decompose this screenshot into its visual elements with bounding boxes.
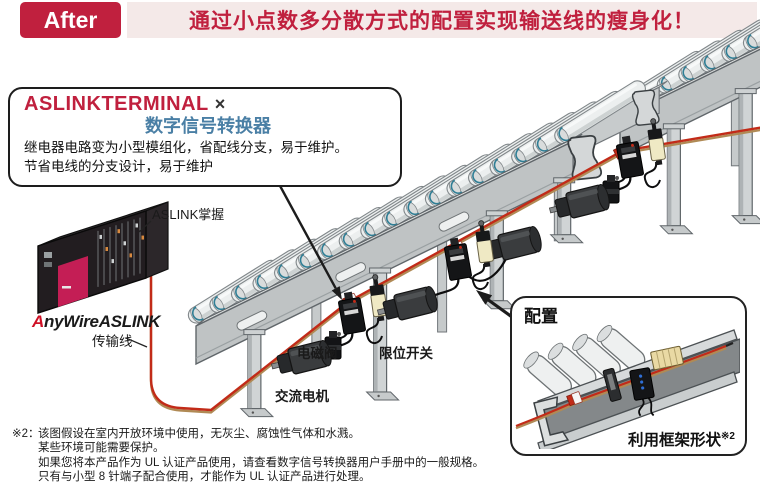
footnote-line-2: 某些环境可能需要保护。 [38, 442, 165, 455]
header-title: 通过小点数多分散方式的配置实现输送线的瘦身化！ [189, 10, 695, 33]
brand-initial: A [32, 312, 44, 331]
inset-sensor [602, 367, 622, 402]
converter-module [338, 291, 366, 335]
inset-illustration [515, 325, 740, 449]
stand-leg [239, 329, 275, 418]
inset-roller [596, 325, 646, 371]
conveyor-section-main [187, 80, 668, 418]
inset-arrow [476, 290, 513, 319]
aslink-master-label: ASLINK掌握 [152, 207, 225, 222]
callout-body: 继电器电路变为小型模组化，省配线分支，易于维护。 节省电线的分支设计，易于维护 [24, 139, 392, 177]
converter-module [444, 237, 472, 281]
callout-line1: 继电器电路变为小型模组化，省配线分支，易于维护。 [24, 140, 348, 155]
inset-title: 配置 [524, 307, 558, 326]
footnote-line-3: 如果您将本产品作为 UL 认证产品使用，请查看数字信号转换器用户手册中的一般规格… [38, 456, 485, 469]
digital-converter-label: 数字信号转换器 [145, 116, 271, 136]
inset-caption-footref: ※2 [721, 430, 735, 442]
inset-module [629, 367, 655, 417]
brand-rest: nyWireASLINK [43, 312, 161, 331]
callout-line2: 节省电线的分支设计，易于维护 [24, 158, 213, 174]
solenoid-valve-label: 电磁阀 [297, 346, 338, 361]
footnote-marker: ※2： [12, 428, 40, 440]
inset-caption: 利用框架形状※2 [628, 428, 735, 450]
limit-switch-device [647, 118, 666, 166]
inset-cable-clamp [566, 391, 583, 407]
limit-switch-device [475, 220, 494, 268]
footnote-line-4: 只有与小型 8 针端子配合使用，才能作为 UL 认证产品进行处理。 [38, 471, 371, 484]
after-badge: After [20, 2, 121, 38]
times-symbol: × [214, 94, 226, 114]
footnote-line-1: 该图假设在室内开放环境中使用，无灰尘、腐蚀性气体和水溅。 [38, 428, 360, 440]
stand-leg [659, 123, 694, 235]
ac-motor-device [270, 339, 332, 375]
footnotes: ※2：该图假设在室内开放环境中使用，无灰尘、腐蚀性气体和水溅。 某些环境可能需要… [12, 427, 612, 485]
converter-module [616, 135, 644, 179]
inset-cable [515, 341, 734, 430]
callout-bubble: ASLINKTERMINAL× 数字信号转换器 继电器电路变为小型模组化，省配线… [8, 87, 402, 187]
frame-profile [533, 396, 570, 447]
roller [742, 0, 760, 52]
controller-unit [37, 201, 169, 314]
aslinkterminal-label: ASLINKTERMINAL [24, 93, 209, 115]
inset-roller [523, 351, 573, 397]
cut-profile [631, 89, 660, 126]
callout-title: ASLINKTERMINAL× [24, 93, 392, 116]
inset-caption-text: 利用框架形状 [628, 432, 722, 449]
label-pointers [125, 220, 152, 348]
device-cluster-1 [270, 274, 388, 375]
roller [554, 80, 646, 145]
transmission-cable-label: 传输线 [92, 334, 133, 349]
conveyor-section-rear [613, 0, 760, 235]
ac-motor-device [548, 183, 610, 219]
device-cluster-2 [376, 220, 542, 321]
ac-motor-device [376, 285, 438, 321]
inset-rollers [523, 325, 646, 397]
placement-inset-box: 配置 利用框架形状※2 [510, 296, 747, 456]
limit-switch-label: 限位开关 [379, 346, 433, 361]
callout-arrow [277, 183, 342, 300]
anywire-aslink-brand: AnyWireASLINK [32, 312, 161, 332]
inset-terminal-block [650, 345, 684, 371]
header-strip: 通过小点数多分散方式的配置实现输送线的瘦身化！ [127, 2, 757, 38]
device-cluster-3 [548, 118, 666, 219]
ac-motor-label: 交流电机 [275, 389, 329, 404]
stand-leg [731, 88, 760, 225]
